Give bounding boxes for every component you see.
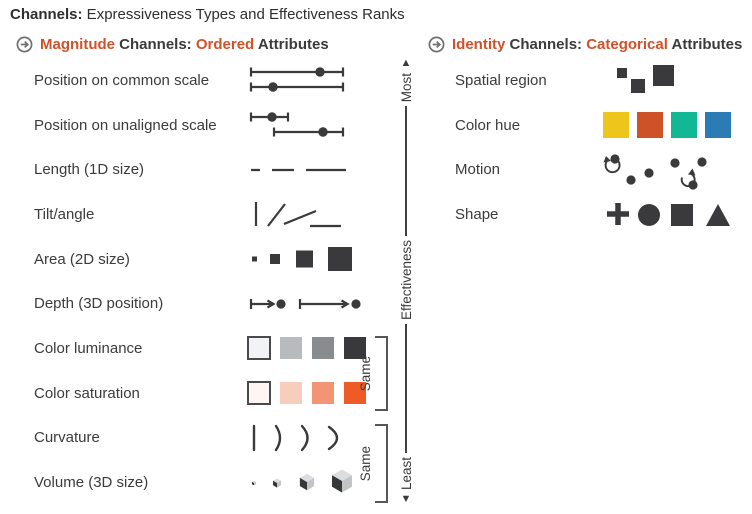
row-label: Tilt/angle — [34, 205, 95, 223]
axis-least-label: Least — [398, 456, 414, 490]
row-color-luminance: Color luminance — [34, 326, 394, 371]
spatial-region-icon — [601, 63, 741, 97]
same-label: Same — [358, 445, 373, 482]
row-motion: Motion — [455, 147, 750, 192]
same-bracket-color: Same — [358, 336, 388, 411]
same-bracket-curvature-volume: Same — [358, 424, 388, 503]
position-unaligned-scale-icon — [246, 109, 374, 141]
motion-icon — [601, 149, 741, 191]
color-hue-swatches — [601, 112, 731, 139]
position-common-scale-icon — [246, 64, 374, 96]
row-position-common-scale: Position on common scale — [34, 58, 394, 103]
row-label: Position on unaligned scale — [34, 116, 217, 134]
axis-line — [405, 106, 407, 236]
magnitude-heading-text: Magnitude Channels: Ordered Attributes — [40, 36, 329, 53]
axis-most-label: Most — [398, 73, 414, 103]
length-icon — [246, 165, 374, 175]
volume-icon — [246, 463, 374, 503]
circle-arrow-icon — [428, 36, 445, 53]
color-luminance-swatches — [246, 336, 372, 361]
color-saturation-swatches — [246, 381, 372, 406]
identity-rows: Spatial region Color hue Motion — [455, 58, 750, 237]
row-area: Area (2D size) — [34, 237, 394, 282]
row-label: Color luminance — [34, 339, 143, 357]
axis-line — [405, 323, 407, 453]
row-color-hue: Color hue — [455, 103, 750, 148]
row-label: Motion — [455, 161, 501, 179]
row-label: Spatial region — [455, 71, 547, 89]
row-label: Length (1D size) — [34, 161, 145, 179]
row-label: Shape — [455, 205, 499, 223]
figure-title-bold: Channels: — [10, 6, 83, 23]
magnitude-heading: Magnitude Channels: Ordered Attributes — [16, 36, 329, 53]
same-label: Same — [358, 355, 373, 392]
row-label: Color hue — [455, 116, 521, 134]
row-tilt-angle: Tilt/angle — [34, 192, 394, 237]
row-label: Depth (3D position) — [34, 295, 164, 313]
arrow-down-icon: ▼ — [400, 493, 412, 505]
axis-effectiveness-label: Effectiveness — [398, 239, 414, 320]
row-volume: Volume (3D size) — [34, 460, 394, 505]
row-label: Volume (3D size) — [34, 474, 149, 492]
tilt-angle-icon — [246, 198, 374, 230]
depth-icon — [246, 296, 368, 312]
row-spatial-region: Spatial region — [455, 58, 750, 103]
figure-title: Channels: Expressiveness Types and Effec… — [10, 6, 405, 23]
identity-heading: Identity Channels: Categorical Attribute… — [428, 36, 742, 53]
magnitude-rows: Position on common scale Position on una… — [34, 58, 394, 505]
identity-heading-text: Identity Channels: Categorical Attribute… — [452, 36, 743, 53]
row-label: Area (2D size) — [34, 250, 130, 268]
row-depth: Depth (3D position) — [34, 281, 394, 326]
circle-arrow-icon — [16, 36, 33, 53]
row-position-unaligned-scale: Position on unaligned scale — [34, 103, 394, 148]
row-label: Position on common scale — [34, 71, 210, 89]
row-label: Color saturation — [34, 384, 140, 402]
area-icon — [246, 244, 374, 274]
row-length: Length (1D size) — [34, 147, 394, 192]
row-color-saturation: Color saturation — [34, 371, 394, 416]
row-label: Curvature — [34, 429, 100, 447]
row-shape: Shape — [455, 192, 750, 237]
figure-title-rest: Expressiveness Types and Effectiveness R… — [82, 6, 405, 23]
effectiveness-axis: ▲ Most Effectiveness Least ▼ — [394, 58, 418, 505]
shape-icon — [601, 200, 736, 228]
row-curvature: Curvature — [34, 416, 394, 461]
arrow-up-icon: ▲ — [400, 57, 412, 69]
curvature-icon — [246, 421, 364, 455]
